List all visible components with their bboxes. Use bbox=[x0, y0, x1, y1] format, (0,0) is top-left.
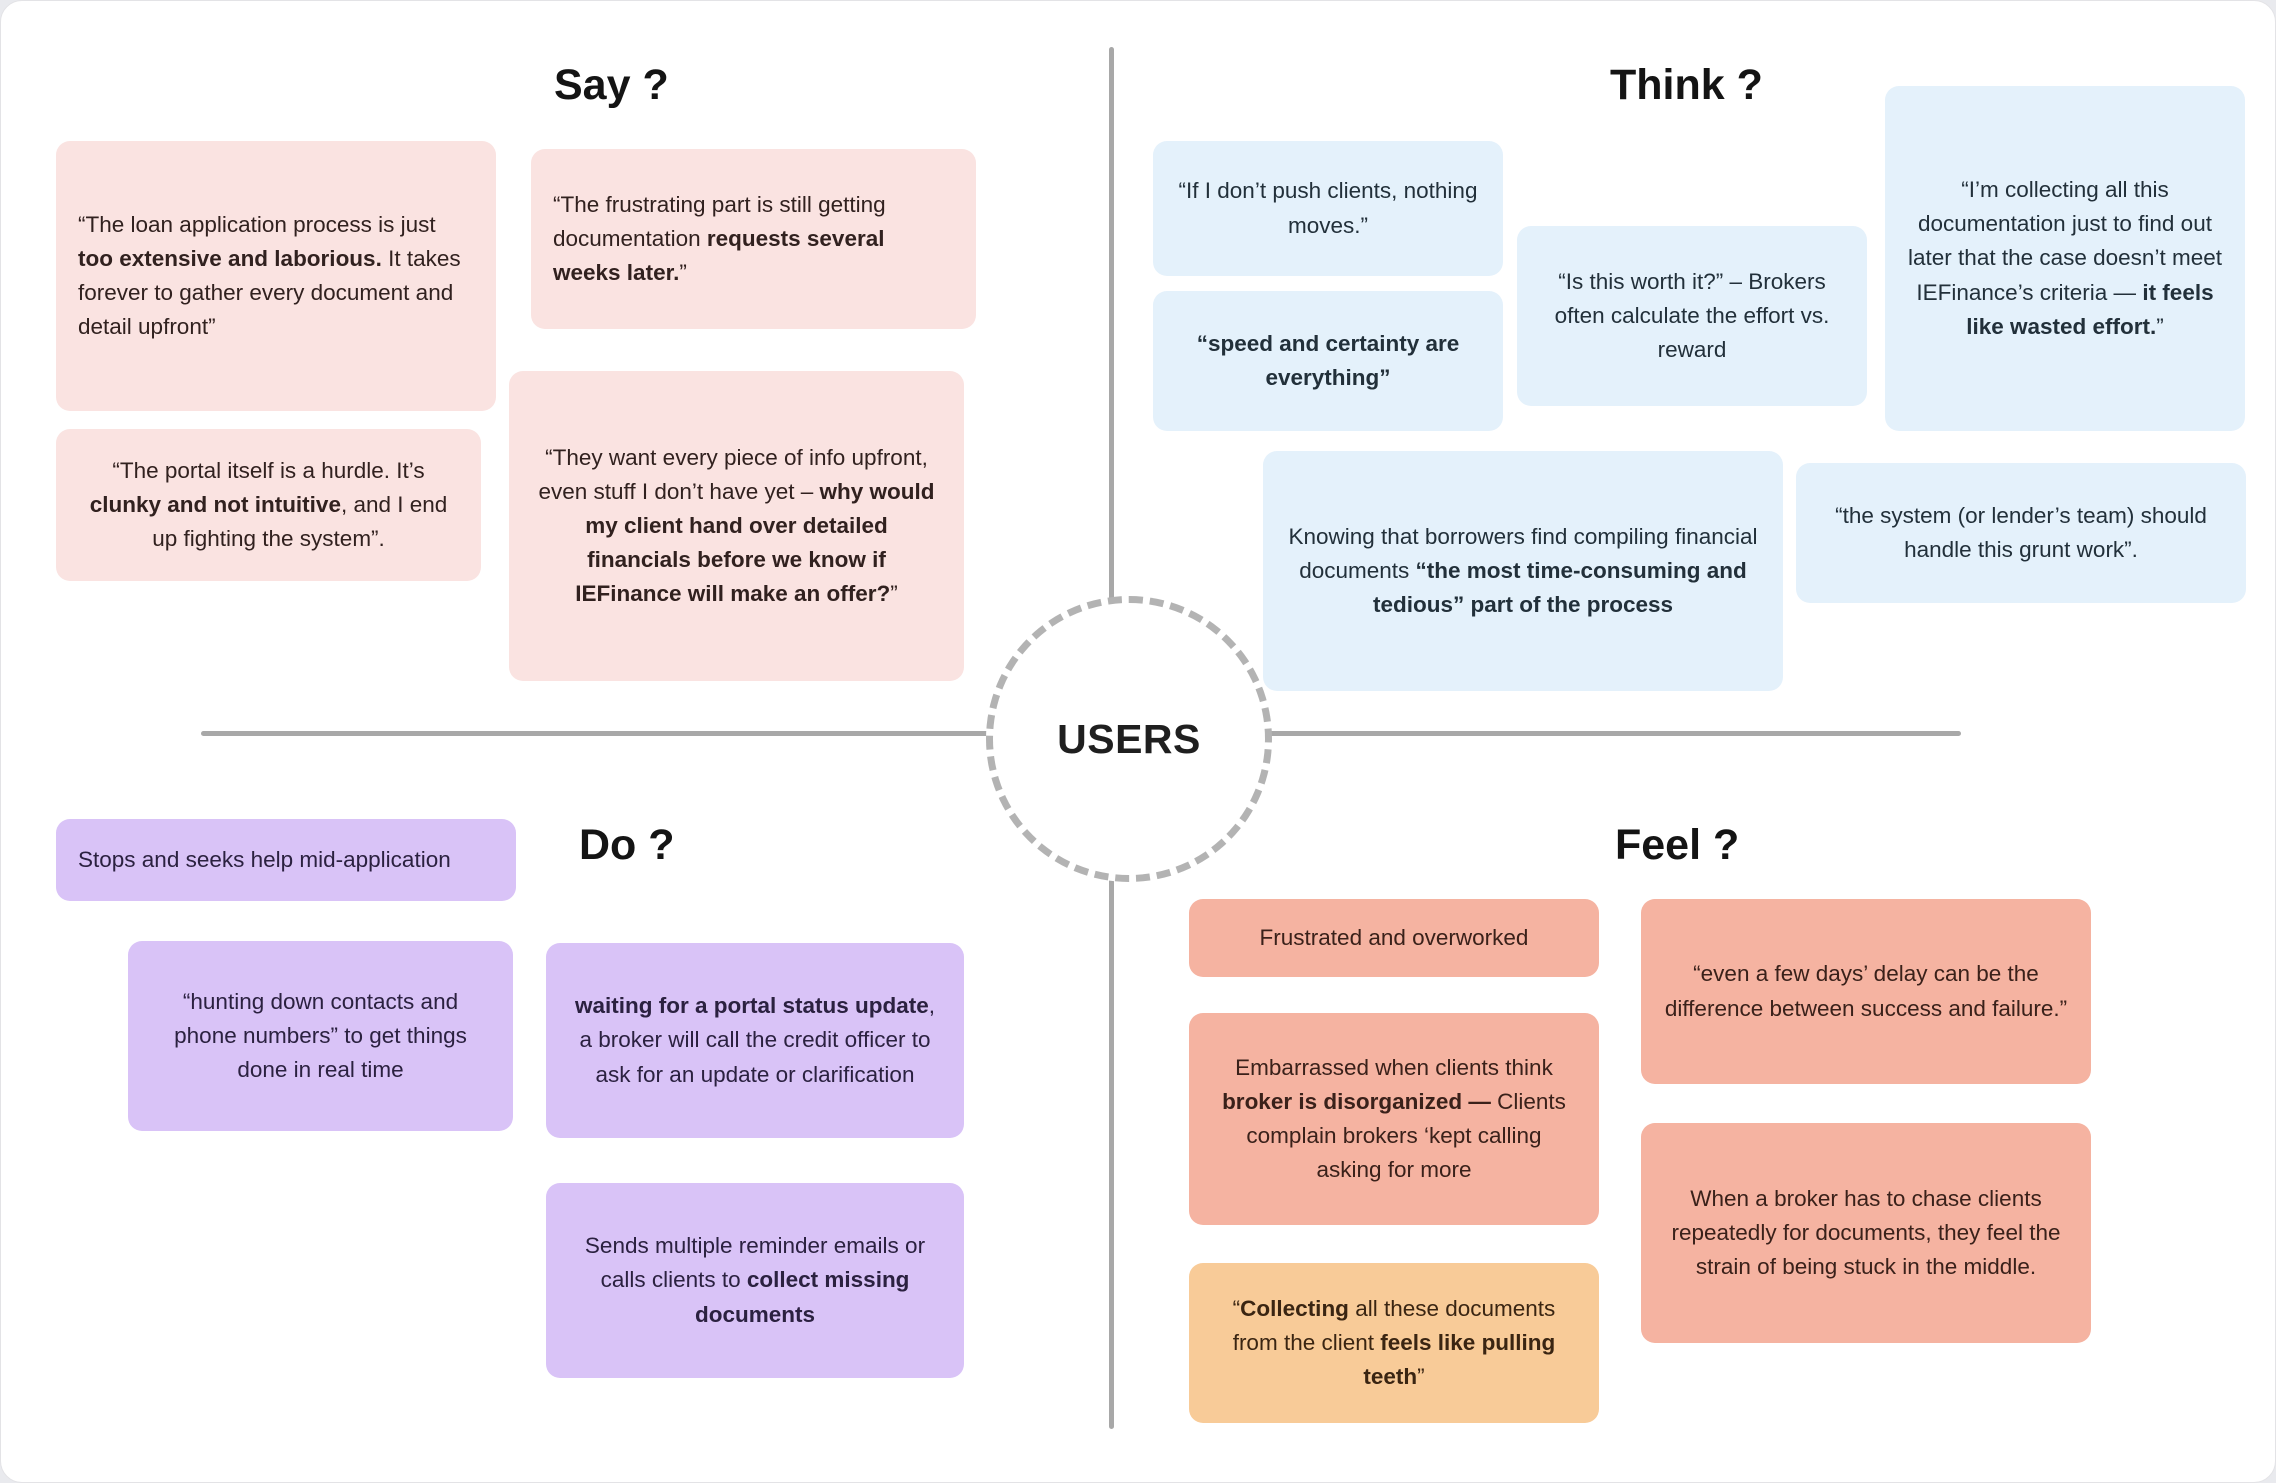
sticky-note-say-2[interactable]: “The frustrating part is still getting d… bbox=[531, 149, 976, 329]
divider-horizontal-left bbox=[201, 731, 1001, 736]
quadrant-title-do: Do ? bbox=[579, 821, 675, 869]
sticky-note-do-4[interactable]: Sends multiple reminder emails or calls … bbox=[546, 1183, 964, 1378]
sticky-note-text: “The loan application process is just to… bbox=[78, 211, 461, 340]
sticky-note-text: “the system (or lender’s team) should ha… bbox=[1835, 502, 2207, 562]
sticky-note-text: “Is this worth it?” – Brokers often calc… bbox=[1554, 268, 1830, 363]
sticky-note-text: Sends multiple reminder emails or calls … bbox=[584, 1233, 926, 1327]
quadrant-title-think: Think ? bbox=[1610, 61, 1763, 109]
users-center-label: USERS bbox=[1057, 715, 1201, 762]
sticky-note-text: “The portal itself is a hurdle. It’s clu… bbox=[89, 457, 448, 552]
users-center-circle: USERS bbox=[986, 596, 1272, 882]
sticky-note-text: “even a few days’ delay can be the diffe… bbox=[1664, 961, 2068, 1021]
divider-vertical-bottom bbox=[1109, 869, 1114, 1429]
sticky-note-think-6[interactable]: “the system (or lender’s team) should ha… bbox=[1796, 463, 2246, 603]
sticky-note-text: “speed and certainty are everything” bbox=[1196, 330, 1460, 390]
sticky-note-think-2[interactable]: “speed and certainty are everything” bbox=[1153, 291, 1503, 431]
sticky-note-say-4[interactable]: “The portal itself is a hurdle. It’s clu… bbox=[56, 429, 481, 581]
sticky-note-feel-1[interactable]: Frustrated and overworked bbox=[1189, 899, 1599, 977]
sticky-note-text: Stops and seeks help mid-application bbox=[78, 846, 451, 872]
sticky-note-do-3[interactable]: waiting for a portal status update, a br… bbox=[546, 943, 964, 1138]
sticky-note-text: Frustrated and overworked bbox=[1259, 924, 1529, 950]
divider-vertical-top bbox=[1109, 47, 1114, 687]
sticky-note-feel-4[interactable]: “even a few days’ delay can be the diffe… bbox=[1641, 899, 2091, 1084]
quadrant-title-feel: Feel ? bbox=[1615, 821, 1740, 869]
sticky-note-text: When a broker has to chase clients repea… bbox=[1671, 1185, 2061, 1280]
sticky-note-think-3[interactable]: “Is this worth it?” – Brokers often calc… bbox=[1517, 226, 1867, 406]
sticky-note-do-2[interactable]: “hunting down contacts and phone numbers… bbox=[128, 941, 513, 1131]
sticky-note-say-3[interactable]: “They want every piece of info upfront, … bbox=[509, 371, 964, 681]
sticky-note-text: “The frustrating part is still getting d… bbox=[553, 191, 886, 286]
sticky-note-text: Embarrassed when clients think broker is… bbox=[1222, 1054, 1566, 1183]
sticky-note-do-1[interactable]: Stops and seeks help mid-application bbox=[56, 819, 516, 901]
sticky-note-feel-5[interactable]: When a broker has to chase clients repea… bbox=[1641, 1123, 2091, 1343]
sticky-note-text: “hunting down contacts and phone numbers… bbox=[174, 988, 467, 1083]
sticky-note-think-4[interactable]: “I’m collecting all this documentation j… bbox=[1885, 86, 2245, 431]
sticky-note-text: “Collecting all these documents from the… bbox=[1232, 1295, 1556, 1390]
sticky-note-say-1[interactable]: “The loan application process is just to… bbox=[56, 141, 496, 411]
sticky-note-think-1[interactable]: “If I don’t push clients, nothing moves.… bbox=[1153, 141, 1503, 276]
sticky-note-think-5[interactable]: Knowing that borrowers find compiling fi… bbox=[1263, 451, 1783, 691]
sticky-note-text: “If I don’t push clients, nothing moves.… bbox=[1178, 178, 1478, 238]
sticky-note-text: “I’m collecting all this documentation j… bbox=[1908, 177, 2222, 339]
sticky-note-text: waiting for a portal status update, a br… bbox=[574, 993, 936, 1087]
sticky-note-feel-2[interactable]: Embarrassed when clients think broker is… bbox=[1189, 1013, 1599, 1225]
sticky-note-text: Knowing that borrowers find compiling fi… bbox=[1288, 523, 1758, 618]
divider-horizontal-right bbox=[1256, 731, 1961, 736]
sticky-note-feel-3[interactable]: “Collecting all these documents from the… bbox=[1189, 1263, 1599, 1423]
quadrant-title-say: Say ? bbox=[554, 61, 669, 109]
sticky-note-text: “They want every piece of info upfront, … bbox=[538, 444, 935, 607]
